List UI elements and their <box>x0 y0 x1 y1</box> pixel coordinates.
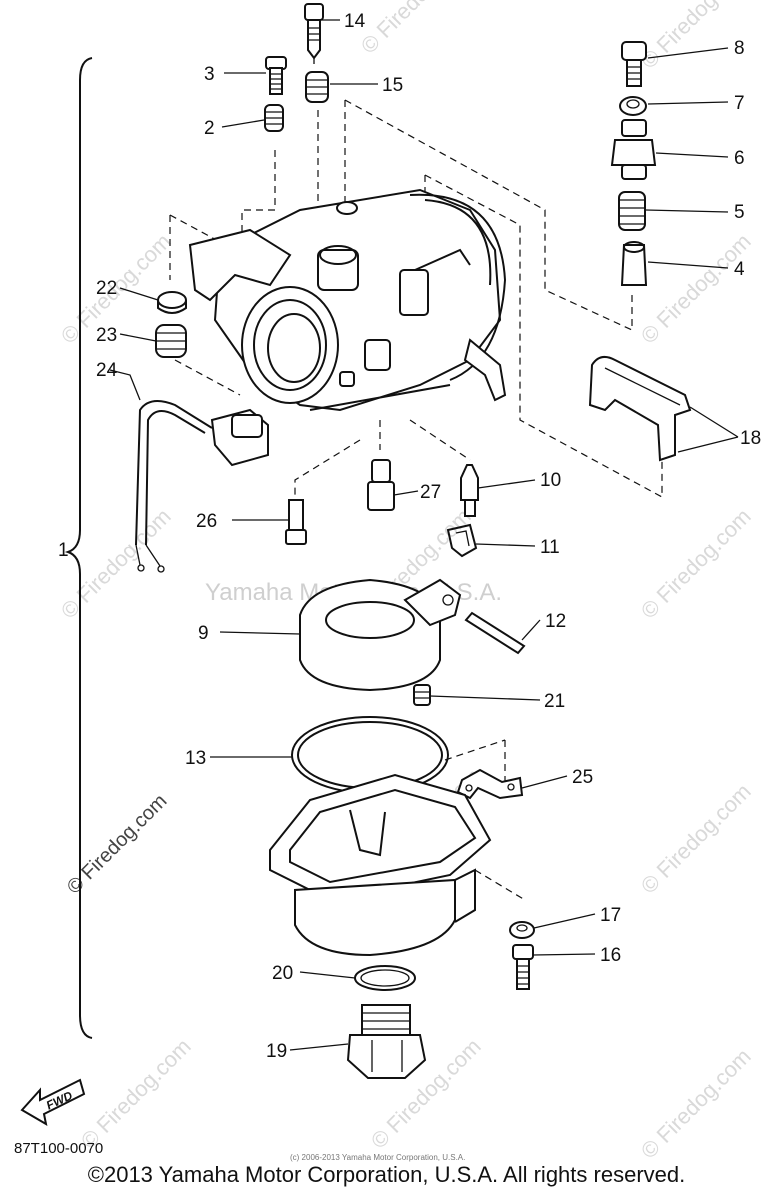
part-22-cap <box>157 291 187 314</box>
part-21-screw <box>413 684 431 706</box>
watermark-bottom-right: © Firedog.com <box>636 1044 756 1164</box>
callout-6: 6 <box>734 148 745 169</box>
part-16-screw <box>512 944 534 990</box>
part-23-spring <box>155 324 187 358</box>
callout-26: 26 <box>196 511 217 532</box>
part-6-holder <box>610 119 657 180</box>
part-11-clip <box>446 523 478 558</box>
watermark-right-upper: © Firedog.com <box>636 229 756 349</box>
part-14-pilot-screw <box>304 3 324 60</box>
part-8-screw <box>621 41 647 87</box>
callout-8: 8 <box>734 38 745 59</box>
part-3-screw <box>265 56 287 95</box>
callout-12: 12 <box>545 611 566 632</box>
part-5-spring <box>618 191 646 231</box>
part-24-sensor <box>135 400 269 573</box>
part-27-needle-jet <box>367 459 395 511</box>
callout-3: 3 <box>204 64 215 85</box>
watermark-bottom-left: © Firedog.com <box>76 1034 196 1154</box>
callout-25: 25 <box>572 767 593 788</box>
assembly-brace <box>64 57 93 1039</box>
callout-5: 5 <box>734 202 745 223</box>
part-26-jet <box>285 499 307 545</box>
callout-15: 15 <box>382 75 403 96</box>
callout-14: 14 <box>344 11 366 32</box>
watermark-right-lower: © Firedog.com <box>636 779 756 899</box>
part-9-float <box>299 578 462 692</box>
watermark-right-mid: © Firedog.com <box>636 504 756 624</box>
fwd-label: FWD <box>44 1088 75 1112</box>
callout-20: 20 <box>272 963 293 984</box>
part-4-valve <box>620 241 648 286</box>
part-19-drain-plug <box>346 1004 427 1079</box>
callout-22: 22 <box>96 278 117 299</box>
small-print: (c) 2006-2013 Yamaha Motor Corporation, … <box>290 1153 466 1162</box>
float-bowl <box>269 773 492 957</box>
callout-2: 2 <box>204 118 215 139</box>
callout-21: 21 <box>544 691 565 712</box>
callout-27: 27 <box>420 482 441 503</box>
callout-labels: 1 2 3 4 5 6 7 8 9 10 11 12 13 14 15 16 1… <box>58 11 761 1062</box>
callout-4: 4 <box>734 259 745 280</box>
callout-16: 16 <box>600 945 621 966</box>
callout-13: 13 <box>185 748 206 769</box>
watermark-top-right: © Firedog.com <box>636 0 756 74</box>
part-12-float-pin <box>464 611 526 655</box>
callout-leaders <box>109 19 739 1051</box>
callout-11: 11 <box>540 537 560 558</box>
part-7-washer <box>619 96 647 116</box>
fwd-arrow: FWD <box>20 1078 86 1126</box>
part-18-vent-tubes <box>588 355 692 462</box>
callout-17: 17 <box>600 905 621 926</box>
callout-23: 23 <box>96 325 117 346</box>
part-10-needle-valve <box>460 464 479 517</box>
callout-19: 19 <box>266 1041 287 1062</box>
part-20-o-ring <box>354 965 416 991</box>
watermark-top-mid: © Firedog.com <box>356 0 476 59</box>
copyright-notice: ©2013 Yamaha Motor Corporation, U.S.A. A… <box>87 1162 686 1187</box>
callout-10: 10 <box>540 470 561 491</box>
watermark-layer: © Firedog.com © Firedog.com © Firedog.co… <box>56 0 756 1164</box>
callout-7: 7 <box>734 93 745 114</box>
callout-1: 1 <box>58 540 69 561</box>
part-2-spring <box>264 104 284 132</box>
callout-18: 18 <box>740 428 761 449</box>
part-17-lock-washer <box>509 921 535 939</box>
plate-number: 87T100-0070 <box>14 1140 104 1157</box>
carburetor-body <box>188 188 507 412</box>
callout-9: 9 <box>198 623 209 644</box>
callout-24: 24 <box>96 360 118 381</box>
part-15-spring <box>305 71 329 103</box>
